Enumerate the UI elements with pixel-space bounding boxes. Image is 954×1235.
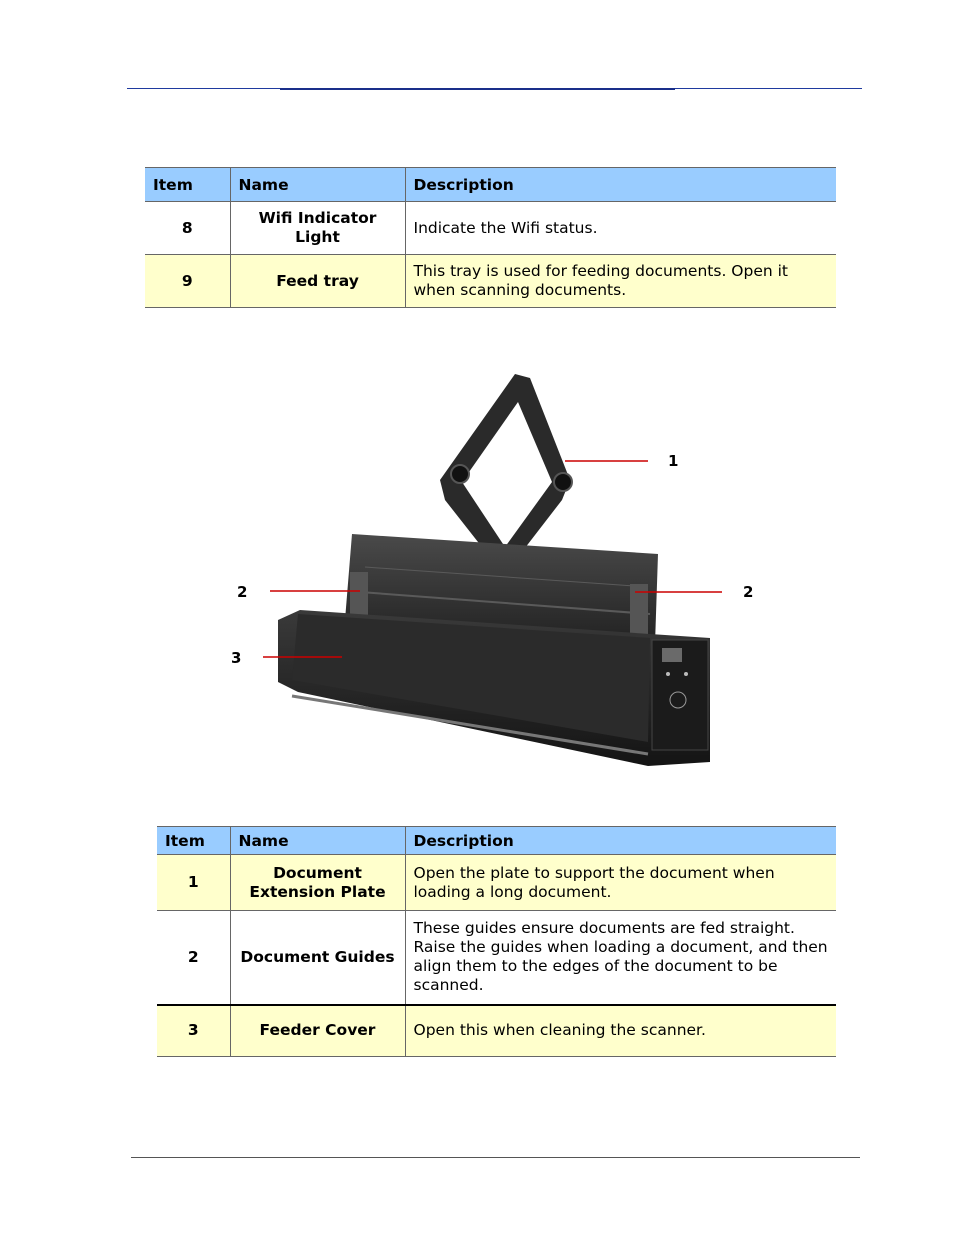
callout-number-3: 3 [231, 649, 242, 667]
item-name: Wifi Indicator Light [229, 201, 405, 255]
callout-number-2-left: 2 [237, 583, 248, 601]
table-row: 9 Feed tray This tray is used for feedin… [145, 254, 836, 308]
document-guide-left [350, 572, 368, 624]
header-rule-accent [280, 88, 675, 90]
table-row: 8 Wifi Indicator Light Indicate the Wifi… [145, 201, 836, 255]
item-name: Document Extension Plate [229, 854, 405, 911]
feed-tray [345, 534, 658, 644]
table-header-row: Item Name Description [145, 167, 836, 202]
scanner-illustration [263, 374, 722, 766]
item-description: These guides ensure documents are fed st… [404, 910, 836, 1005]
table-row: 2 Document Guides These guides ensure do… [157, 910, 836, 1005]
lcd-display [662, 648, 682, 662]
scanner-figure: 1 2 2 3 [230, 362, 770, 782]
column-header-name: Name [229, 167, 405, 202]
item-number: 8 [145, 201, 230, 255]
callout-number-2-right: 2 [743, 583, 754, 601]
feeder-cover [292, 614, 650, 742]
item-name: Feeder Cover [229, 1004, 405, 1057]
item-number: 9 [145, 254, 230, 308]
column-header-item: Item [157, 826, 230, 855]
item-description: Open the plate to support the document w… [404, 854, 836, 911]
item-description: Indicate the Wifi status. [404, 201, 836, 255]
table-row: 1 Document Extension Plate Open the plat… [157, 854, 836, 911]
parts-table-top: Item Name Description 8 Wifi Indicator L… [145, 167, 836, 308]
item-description: Open this when cleaning the scanner. [404, 1004, 836, 1057]
document-guide-right [630, 584, 648, 636]
extension-plate [440, 374, 573, 570]
item-name: Feed tray [229, 254, 405, 308]
item-number: 3 [157, 1004, 230, 1057]
item-number: 1 [157, 854, 230, 911]
column-header-description: Description [404, 826, 836, 855]
column-header-item: Item [145, 167, 230, 202]
item-number: 2 [157, 910, 230, 1005]
scan-button-icon [669, 691, 687, 709]
column-header-description: Description [404, 167, 836, 202]
table-header-row: Item Name Description [157, 826, 836, 855]
callout-number-1: 1 [668, 452, 679, 470]
item-description: This tray is used for feeding documents.… [404, 254, 836, 308]
parts-table-bottom: Item Name Description 1 Document Extensi… [157, 826, 836, 1057]
footer-rule [131, 1157, 860, 1158]
column-header-name: Name [229, 826, 405, 855]
item-name: Document Guides [229, 910, 405, 1005]
table-row: 3 Feeder Cover Open this when cleaning t… [157, 1004, 836, 1057]
scanner-body [278, 610, 710, 766]
